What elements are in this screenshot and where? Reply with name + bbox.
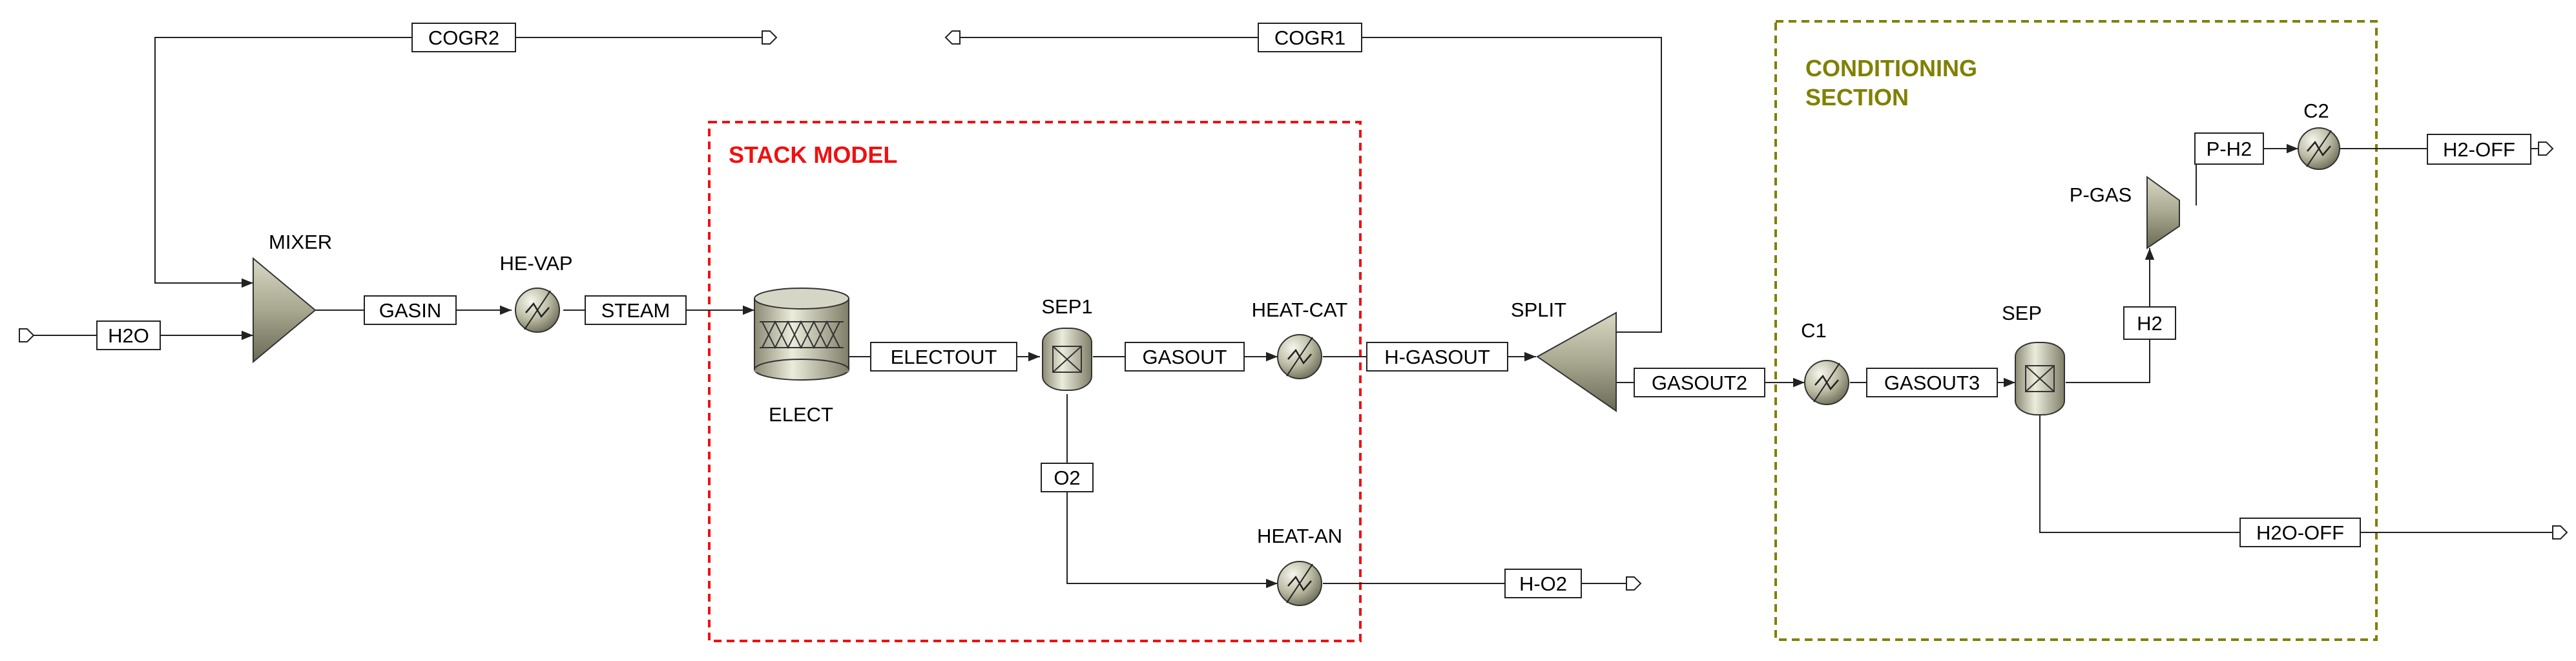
stream-gasout2[interactable]: GASOUT2: [1634, 368, 1765, 397]
stream-gasout3-label: GASOUT3: [1884, 372, 1980, 394]
c2-label: C2: [2303, 100, 2329, 122]
stream-steam-label: STEAM: [601, 299, 670, 322]
sep1-label: SEP1: [1041, 295, 1092, 318]
heat-an-block[interactable]: [1277, 561, 1322, 606]
stack-model-boundary: [708, 121, 1362, 642]
stream-h2o[interactable]: H2O: [96, 320, 161, 350]
stream-cogr1-label: COGR1: [1274, 26, 1345, 49]
he-vap-label: HE-VAP: [499, 252, 572, 275]
stream-steam[interactable]: STEAM: [585, 295, 687, 325]
elect-label: ELECT: [769, 403, 833, 426]
sep1-block[interactable]: [1042, 328, 1092, 391]
heat-cat-block[interactable]: [1277, 334, 1322, 379]
sep-label: SEP: [2002, 302, 2042, 324]
conditioning-section-boundary: [1774, 20, 2378, 641]
stream-gasout[interactable]: GASOUT: [1125, 342, 1245, 372]
stream-o2[interactable]: O2: [1041, 463, 1094, 492]
stream-h2-off-label: H2-OFF: [2443, 138, 2515, 161]
stream-cogr1[interactable]: COGR1: [1258, 23, 1362, 52]
stream-gasout2-label: GASOUT2: [1652, 372, 1747, 394]
split-label: SPLIT: [1511, 299, 1566, 321]
stream-h2-label: H2: [2137, 312, 2163, 335]
stream-p-h2[interactable]: P-H2: [2194, 132, 2264, 165]
stream-h2o-label: H2O: [108, 324, 149, 347]
stream-h2-off[interactable]: H2-OFF: [2427, 134, 2531, 165]
stream-gasin-label: GASIN: [379, 299, 441, 322]
stream-gasin[interactable]: GASIN: [364, 295, 457, 325]
mixer-label: MIXER: [269, 231, 332, 253]
stream-o2-label: O2: [1054, 467, 1080, 489]
stream-h-o2-label: H-O2: [1519, 572, 1567, 595]
heat-an-label: HEAT-AN: [1257, 525, 1342, 547]
stream-h-gasout[interactable]: H-GASOUT: [1366, 342, 1508, 372]
cogr2-stream-line: [154, 37, 762, 288]
cogr1-stream-line: [960, 37, 1662, 333]
p-gas-label: P-GAS: [2070, 184, 2132, 206]
stream-h2o-off[interactable]: H2O-OFF: [2239, 518, 2361, 547]
stream-cogr2-label: COGR2: [428, 26, 499, 49]
c1-block[interactable]: [1804, 360, 1849, 405]
conditioning-section-label-line2: SECTION: [1805, 84, 1909, 110]
h-o2-outlet-port: [1626, 576, 1642, 591]
split-block[interactable]: [1536, 311, 1617, 412]
stack-model-label: STACK MODEL: [729, 142, 897, 168]
stream-h-gasout-label: H-GASOUT: [1384, 346, 1490, 368]
heat-cat-label: HEAT-CAT: [1252, 299, 1348, 321]
stream-cogr2[interactable]: COGR2: [411, 23, 516, 52]
conditioning-section-label-line1: CONDITIONING: [1805, 55, 1977, 81]
stream-electout[interactable]: ELECTOUT: [870, 342, 1017, 372]
h2-stream-line: [2066, 248, 2155, 383]
stream-electout-label: ELECTOUT: [891, 346, 997, 368]
stream-h2[interactable]: H2: [2123, 306, 2176, 340]
sep-block[interactable]: [2015, 342, 2065, 415]
he-vap-block[interactable]: [515, 288, 560, 333]
o2-stream-line: [1066, 394, 1278, 589]
c1-label: C1: [1801, 319, 1827, 342]
stream-gasout-label: GASOUT: [1143, 346, 1227, 368]
mixer-block[interactable]: [253, 257, 317, 364]
h2o-inlet-port: [19, 328, 35, 342]
stream-p-h2-label: P-H2: [2207, 138, 2252, 160]
elect-block[interactable]: [754, 288, 849, 381]
cogr2-outlet-port: [762, 30, 778, 45]
c2-block[interactable]: [2298, 127, 2340, 170]
p-gas-block[interactable]: [2146, 176, 2180, 249]
h2o-off-outlet-port: [2552, 525, 2568, 540]
cogr1-outlet-port: [944, 30, 961, 45]
h2o-off-stream-line: [2039, 414, 2553, 533]
stream-h-o2[interactable]: H-O2: [1504, 569, 1582, 598]
stream-gasout3[interactable]: GASOUT3: [1866, 368, 1998, 397]
h2-off-outlet-port: [2538, 142, 2554, 156]
stream-h2o-off-label: H2O-OFF: [2256, 521, 2344, 544]
